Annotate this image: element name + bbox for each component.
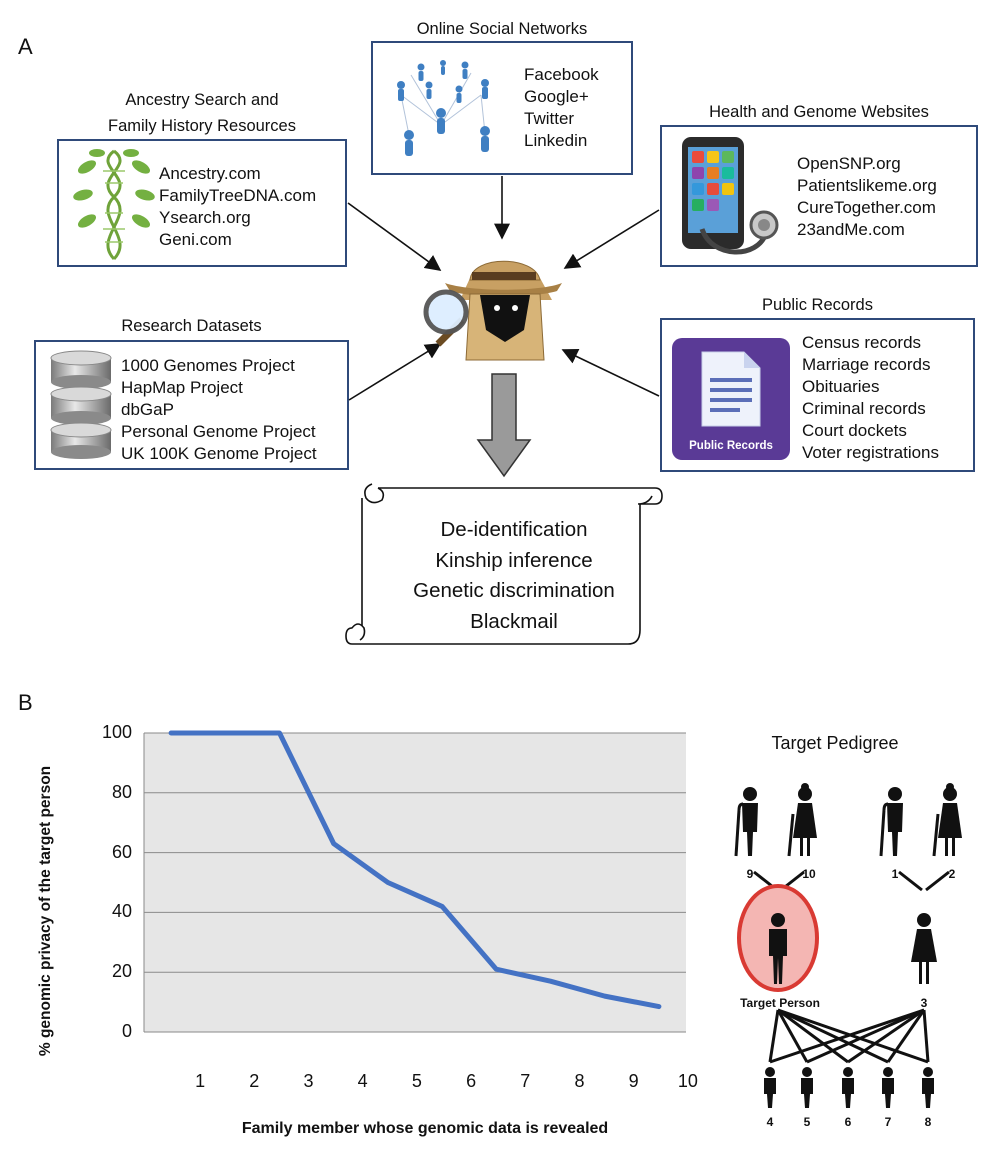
health-websites-list: OpenSNP.org Patientslikeme.org CureToget… <box>797 153 937 241</box>
social-networks-list: Facebook Google+ Twitter Linkedin <box>524 64 599 152</box>
outcome-item: De-identification <box>440 518 588 541</box>
spy-detective-icon <box>423 260 562 361</box>
list-item: Voter registrations <box>802 443 940 462</box>
x-axis-label: Family member whose genomic data is reve… <box>241 1120 609 1137</box>
pedigree-number-7: 7 <box>884 1115 892 1129</box>
list-item: Facebook <box>524 65 599 84</box>
list-item: Twitter <box>524 109 575 128</box>
arrow-public-to-spy <box>561 349 660 397</box>
social-network-icon <box>397 60 490 156</box>
y-tick-label: 40 <box>111 901 132 922</box>
pedigree-number-10: 10 <box>802 867 816 881</box>
x-tick-label: 6 <box>466 1071 477 1091</box>
pedigree-number-1: 1 <box>891 867 899 881</box>
target-person-label: Target Person <box>740 996 820 1010</box>
pedigree-number-6: 6 <box>844 1115 852 1129</box>
pedigree-title: Target Pedigree <box>771 733 899 753</box>
list-item: UK 100K Genome Project <box>121 444 317 463</box>
list-item: Marriage records <box>802 355 931 374</box>
outcome-item: Genetic discrimination <box>413 579 615 602</box>
research-datasets-list: 1000 Genomes Project HapMap Project dbGa… <box>121 355 317 465</box>
list-item: 23andMe.com <box>797 220 905 239</box>
list-item: Google+ <box>524 87 589 106</box>
public-records-icon-caption: Public Records <box>689 440 773 452</box>
big-down-arrow <box>476 373 532 478</box>
plot-area <box>144 733 686 1032</box>
pedigree-number-4: 4 <box>766 1115 774 1129</box>
x-tick-label: 2 <box>249 1071 260 1091</box>
research-datasets-box: 1000 Genomes Project HapMap Project dbGa… <box>34 340 349 470</box>
x-tick-label: 5 <box>411 1071 422 1091</box>
outcome-item: Kinship inference <box>435 548 593 572</box>
list-item: CureTogether.com <box>797 198 936 217</box>
list-item: Ysearch.org <box>159 208 251 227</box>
pedigree-number-8: 8 <box>924 1115 932 1129</box>
database-icon <box>50 350 112 459</box>
pedigree-number-2: 2 <box>948 867 956 881</box>
y-axis-label: % genomic privacy of the target person <box>37 765 54 1057</box>
y-tick-label: 0 <box>121 1021 132 1041</box>
panel-b-label: B <box>18 690 33 715</box>
list-item: Criminal records <box>802 399 926 418</box>
x-tick-label: 9 <box>628 1071 639 1091</box>
arrow-ancestry-to-spy <box>347 202 442 271</box>
list-item: OpenSNP.org <box>797 154 901 173</box>
panel-a-label: A <box>18 34 33 59</box>
series-line <box>168 730 662 1010</box>
list-item: Census records <box>802 333 922 352</box>
ancestry-title-line2: Family History Resources <box>108 117 296 135</box>
outcomes-list: De-identification Kinship inference Gene… <box>373 515 655 637</box>
y-tick-label: 20 <box>111 961 132 982</box>
document-icon <box>701 351 761 427</box>
x-tick-label: 3 <box>303 1071 314 1091</box>
list-item: Patientslikeme.org <box>797 176 937 195</box>
x-tick-label: 4 <box>357 1071 368 1091</box>
public-records-box: Public Records Census records Marriage r… <box>660 318 975 472</box>
arrow-research-to-spy <box>348 343 442 401</box>
panel-a-connectors <box>345 176 663 645</box>
pedigree-number-5: 5 <box>803 1115 811 1129</box>
list-item: dbGaP <box>121 400 174 419</box>
list-item: HapMap Project <box>121 378 243 397</box>
privacy-line-chart <box>143 730 686 1033</box>
list-item: Personal Genome Project <box>121 422 316 441</box>
pedigree-number-9: 9 <box>746 867 754 881</box>
list-item: Court dockets <box>802 421 907 440</box>
x-tick-label: 1 <box>195 1071 206 1091</box>
y-tick-label: 60 <box>111 841 132 862</box>
outcome-item: Blackmail <box>470 609 558 633</box>
outcomes-scroll <box>345 483 663 645</box>
list-item: 1000 Genomes Project <box>121 356 295 375</box>
y-tick-label: 80 <box>111 781 132 802</box>
ancestry-title-line1: Ancestry Search and <box>125 91 279 109</box>
x-tick-label: 8 <box>574 1071 585 1091</box>
pedigree-number-3: 3 <box>920 996 928 1010</box>
social-networks-title: Online Social Networks <box>416 20 588 38</box>
y-tick-label: 100 <box>101 722 132 742</box>
ancestry-box: Ancestry.com FamilyTreeDNA.com Ysearch.o… <box>57 139 347 267</box>
dna-tree-icon <box>73 149 155 261</box>
x-tick-label: 10 <box>677 1071 698 1091</box>
list-item: Ancestry.com <box>159 164 261 183</box>
public-records-icon: Public Records <box>672 338 790 460</box>
list-item: Obituaries <box>802 377 880 396</box>
public-records-list: Census records Marriage records Obituari… <box>802 332 939 464</box>
social-networks-box: Facebook Google+ Twitter Linkedin <box>371 41 633 175</box>
public-records-title: Public Records <box>762 296 873 314</box>
list-item: FamilyTreeDNA.com <box>159 186 317 205</box>
research-datasets-title: Research Datasets <box>121 317 262 335</box>
target-pedigree-diagram <box>734 781 964 1108</box>
x-tick-label: 7 <box>520 1071 531 1091</box>
health-websites-box: OpenSNP.org Patientslikeme.org CureToget… <box>660 125 978 267</box>
health-websites-title: Health and Genome Websites <box>709 103 929 121</box>
smartphone-stethoscope-icon <box>682 137 779 255</box>
list-item: Linkedin <box>524 131 588 150</box>
arrow-health-to-spy <box>563 209 660 269</box>
list-item: Geni.com <box>159 230 232 249</box>
ancestry-list: Ancestry.com FamilyTreeDNA.com Ysearch.o… <box>159 163 316 251</box>
